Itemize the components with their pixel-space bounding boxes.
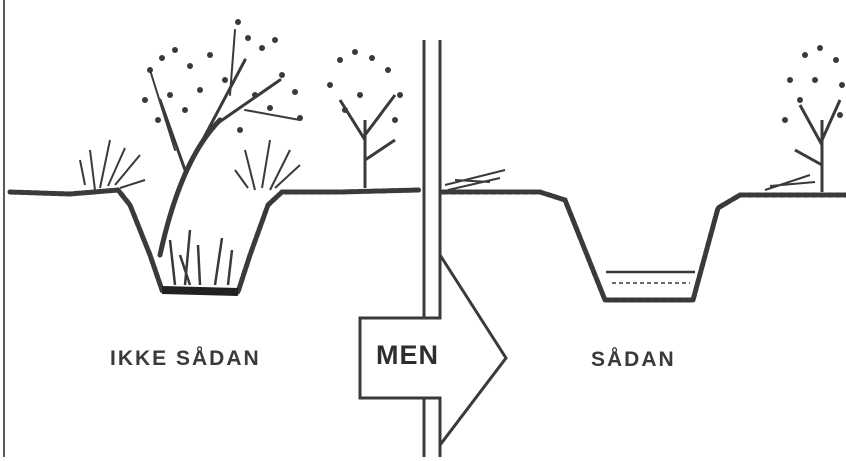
caption-right: SÅDAN xyxy=(591,348,676,371)
grass-icon xyxy=(168,229,234,286)
overgrown-ditch xyxy=(7,187,423,296)
tree-icon xyxy=(782,45,845,192)
tree-icon xyxy=(327,49,403,188)
tree-icon xyxy=(142,19,303,258)
arrow-label: MEN xyxy=(376,340,439,370)
clean-ditch xyxy=(439,189,846,303)
water-icon xyxy=(606,270,695,284)
bush-icon xyxy=(79,139,301,191)
arrow-icon xyxy=(358,249,508,450)
grass-clippings xyxy=(444,169,816,191)
caption-left: IKKE SÅDAN xyxy=(110,347,261,370)
